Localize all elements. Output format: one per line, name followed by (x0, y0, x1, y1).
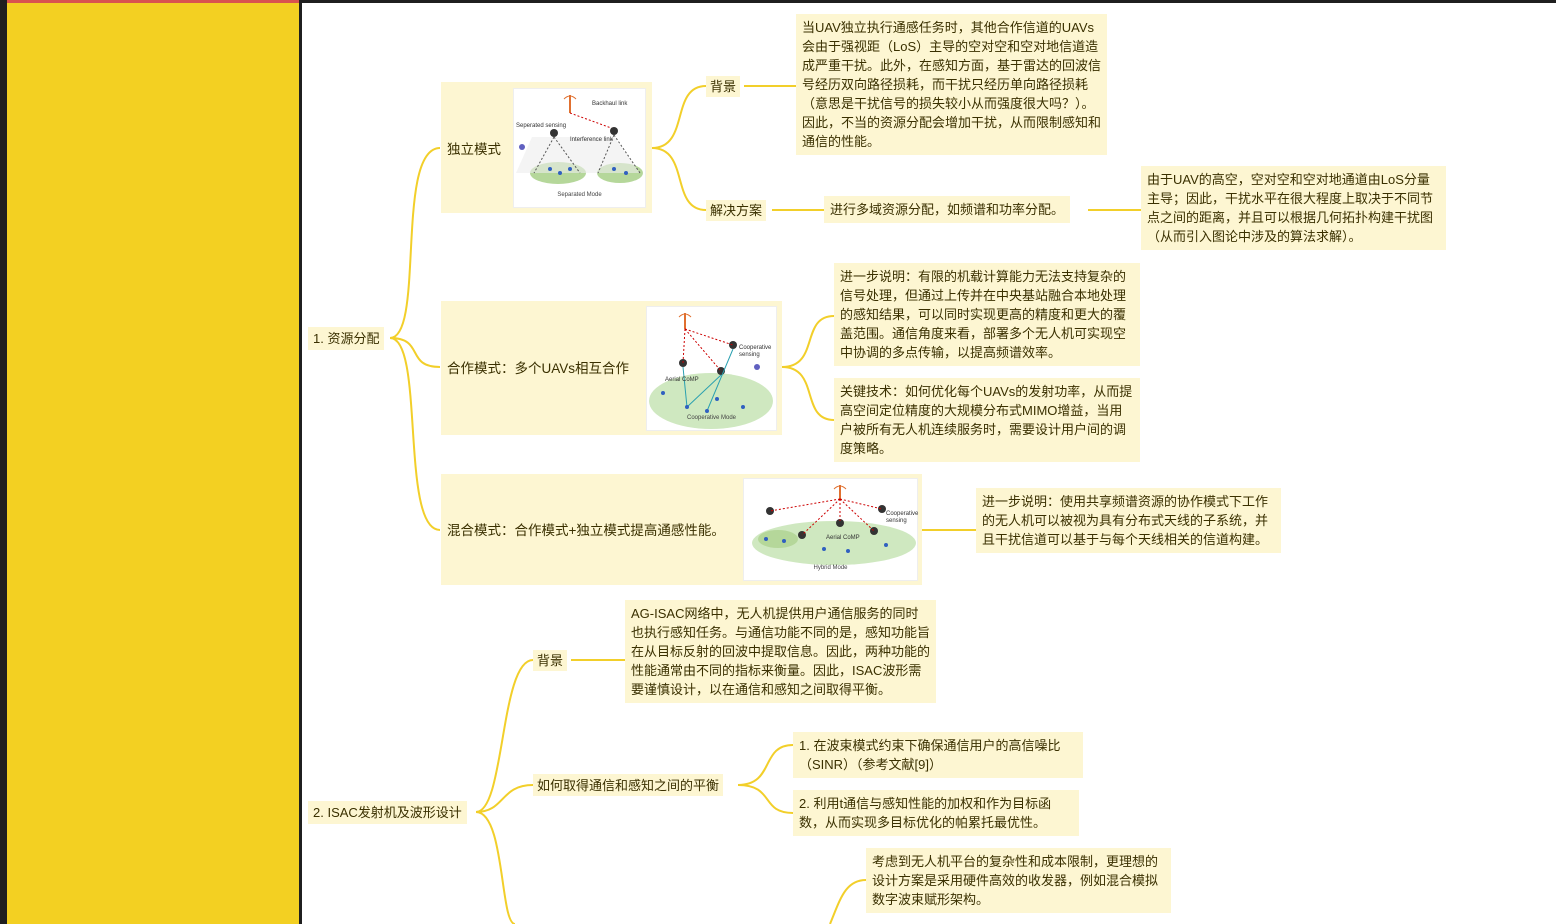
independent-background-text: 当UAV独立执行通感任务时，其他合作信道的UAVs会由于强视距（LoS）主导的空… (802, 20, 1102, 149)
node-cooperative-note1[interactable]: 进一步说明：有限的机载计算能力无法支持复杂的信号处理，但通过上传并在中央基站融合… (834, 263, 1140, 366)
node-balance-item1[interactable]: 1. 在波束模式约束下确保通信用户的高信噪比（SINR）（参考文献[9]） (793, 732, 1083, 778)
hybrid-mode-figure: Cooperative sensing Aerial CoMP Hybrid M… (743, 478, 918, 581)
isac-balance-label: 如何取得通信和感知之间的平衡 (537, 778, 720, 793)
node-cooperative-mode[interactable]: 合作模式：多个UAVs相互合作 Cooperative sensing Aeri… (441, 301, 782, 435)
hybrid-mode-diagram (752, 485, 916, 565)
cooperative-note2: 关键技术：如何优化每个UAVs的发射功率，从而提高空间定位精度的大规模分布式MI… (840, 384, 1133, 456)
sidebar-top-accent (7, 0, 300, 3)
cooperative-mode-caption: Cooperative Mode (686, 415, 737, 421)
separated-mode-figure: Backhaul link Seperated sensing Interfer… (513, 88, 646, 208)
branch-isac-design[interactable]: 2. ISAC发射机及波形设计 (308, 801, 467, 824)
fig-label-backhaul: Backhaul link (592, 101, 628, 107)
cooperative-mode-label: 合作模式：多个UAVs相互合作 (447, 361, 630, 376)
separated-mode-diagram (516, 95, 643, 184)
branch-resource-label: 1. 资源分配 (313, 331, 380, 346)
connector-balance-item2 (737, 784, 794, 814)
sidebar-divider (299, 0, 302, 924)
node-independent-background-text[interactable]: 当UAV独立执行通感任务时，其他合作信道的UAVs会由于强视距（LoS）主导的空… (796, 14, 1107, 155)
connector-hardware (829, 879, 867, 924)
connector-independent-background (651, 85, 707, 149)
connector-independent-solution (651, 147, 707, 211)
node-independent-solution-detail[interactable]: 由于UAV的高空，空对空和空对地通道由LoS分量主导；因此，干扰水平在很大程度上… (1141, 166, 1446, 250)
node-cooperative-note2[interactable]: 关键技术：如何优化每个UAVs的发射功率，从而提高空间定位精度的大规模分布式MI… (834, 378, 1140, 462)
hybrid-mode-caption: Hybrid Mode (813, 565, 848, 571)
node-isac-background-label[interactable]: 背景 (533, 650, 568, 671)
node-isac-balance[interactable]: 如何取得通信和感知之间的平衡 (533, 774, 724, 796)
node-isac-hardware[interactable]: 考虑到无人机平台的复杂性和成本限制，更理想的设计方案是采用硬件高效的收发器，例如… (866, 848, 1171, 913)
coop-fig-label-comp: Aerial CoMP (665, 377, 699, 383)
node-independent-mode[interactable]: 独立模式 Backhaul link Seperated sensing Int… (441, 82, 652, 213)
connector-coop-note1 (781, 315, 835, 368)
independent-solution-text: 进行多域资源分配，如频谱和功率分配。 (830, 202, 1065, 217)
separated-mode-caption: Separated Mode (557, 192, 602, 198)
hybrid-note: 进一步说明：使用共享频谱资源的协作模式下工作的无人机可以被视为具有分布式天线的子… (982, 494, 1269, 547)
independent-solution-detail: 由于UAV的高空，空对空和空对地通道由LoS分量主导；因此，干扰水平在很大程度上… (1147, 172, 1434, 244)
isac-hardware-text: 考虑到无人机平台的复杂性和成本限制，更理想的设计方案是采用硬件高效的收发器，例如… (872, 854, 1159, 907)
sidebar-panel (7, 3, 299, 924)
connector-resource-cooperative (389, 337, 441, 368)
fig-label-interference: Interference link (570, 137, 613, 143)
balance-item2: 2. 利用t通信与感知性能的加权和作为目标函数，从而实现多目标优化的帕累托最优性… (799, 796, 1052, 830)
hybrid-fig-label-comp: Aerial CoMP (826, 535, 860, 541)
node-hybrid-note[interactable]: 进一步说明：使用共享频谱资源的协作模式下工作的无人机可以被视为具有分布式天线的子… (976, 488, 1281, 553)
node-isac-background-text[interactable]: AG-ISAC网络中，无人机提供用户通信服务的同时也执行感知任务。与通信功能不同… (625, 600, 936, 703)
node-hybrid-mode[interactable]: 混合模式：合作模式+独立模式提高通感性能。 Cooperative sensin… (441, 474, 922, 585)
top-border (0, 0, 1556, 3)
connector-isac-more (475, 811, 516, 924)
coop-fig-label-sensing: Cooperative sensing (739, 345, 772, 358)
cooperative-mode-diagram (649, 313, 773, 429)
node-independent-solution-text[interactable]: 进行多域资源分配，如频谱和功率分配。 (824, 196, 1071, 223)
independent-solution-label: 解决方案 (710, 203, 763, 218)
node-balance-item2[interactable]: 2. 利用t通信与感知性能的加权和作为目标函数，从而实现多目标优化的帕累托最优性… (793, 790, 1079, 836)
left-border (0, 0, 7, 924)
connector-balance-item1 (737, 744, 794, 786)
connector-isac-background (475, 659, 534, 813)
branch-resource-allocation[interactable]: 1. 资源分配 (308, 327, 385, 350)
connector-resource-hybrid (389, 337, 441, 531)
balance-item1: 1. 在波束模式约束下确保通信用户的高信噪比（SINR）（参考文献[9]） (799, 738, 1061, 772)
isac-background-label: 背景 (537, 653, 564, 668)
hybrid-mode-label: 混合模式：合作模式+独立模式提高通感性能。 (447, 523, 725, 538)
independent-mode-label: 独立模式 (447, 142, 501, 157)
connector-resource-independent (389, 147, 441, 339)
fig-label-separated-sensing: Seperated sensing (516, 123, 567, 129)
independent-background-label: 背景 (710, 79, 737, 94)
cooperative-note1: 进一步说明：有限的机载计算能力无法支持复杂的信号处理，但通过上传并在中央基站融合… (840, 269, 1127, 360)
cooperative-mode-figure: Cooperative sensing Aerial CoMP Cooperat… (646, 306, 777, 431)
connector-isac-balance (475, 784, 534, 813)
node-independent-background-label[interactable]: 背景 (706, 76, 741, 97)
isac-background-text: AG-ISAC网络中，无人机提供用户通信服务的同时也执行感知任务。与通信功能不同… (631, 606, 931, 697)
connector-coop-note2 (781, 366, 835, 421)
node-independent-solution-label[interactable]: 解决方案 (706, 200, 767, 221)
branch-isac-label: 2. ISAC发射机及波形设计 (313, 805, 462, 820)
hybrid-fig-label-sensing: Cooperative sensing (886, 511, 919, 524)
